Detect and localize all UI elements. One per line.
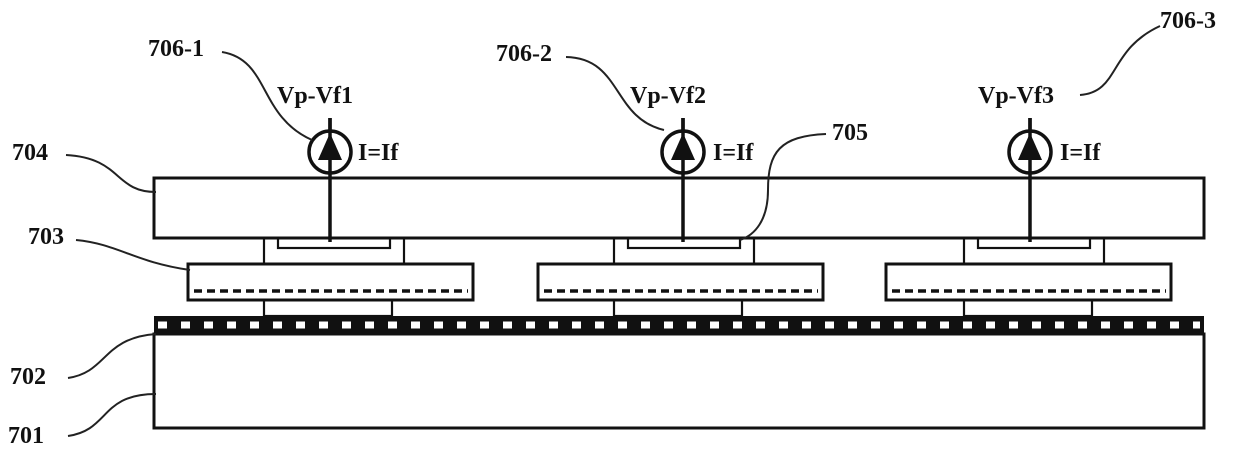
chip-pad-3 (964, 300, 1092, 316)
leader-706-3 (1080, 26, 1160, 95)
leader-704 (66, 155, 156, 192)
leader-703 (76, 240, 190, 270)
current-source-1 (309, 118, 351, 174)
bump-1 (264, 238, 404, 264)
chip-group-703 (188, 264, 1171, 300)
current-source-2 (662, 118, 704, 174)
bonding-layer-702 (154, 316, 1204, 334)
voltage-label-3: Vp-Vf3 (978, 83, 1054, 109)
top-layer-704 (154, 178, 1204, 238)
chip-2 (538, 264, 823, 300)
chip-3 (886, 264, 1171, 300)
voltage-label-2: Vp-Vf2 (630, 83, 706, 109)
chip-pad-2 (614, 300, 742, 316)
label-703: 703 (28, 224, 64, 250)
label-705: 705 (832, 120, 868, 146)
chip-pad-group (264, 300, 1092, 316)
current-label-3: I=If (1060, 140, 1101, 166)
label-704: 704 (12, 140, 48, 166)
chip-1 (188, 264, 473, 300)
voltage-label-1: Vp-Vf1 (277, 83, 353, 109)
current-label-2: I=If (713, 140, 754, 166)
label-706-2: 706-2 (496, 41, 552, 67)
current-label-1: I=If (358, 140, 399, 166)
leader-701 (68, 394, 156, 436)
label-706-1: 706-1 (148, 36, 204, 62)
bump-3 (964, 238, 1104, 264)
chip-pad-1 (264, 300, 392, 316)
label-701: 701 (8, 423, 44, 449)
label-706-3: 706-3 (1160, 8, 1216, 34)
leader-702 (68, 334, 156, 378)
label-702: 702 (10, 364, 46, 390)
substrate-701 (154, 334, 1204, 428)
current-source-3 (1009, 118, 1051, 174)
